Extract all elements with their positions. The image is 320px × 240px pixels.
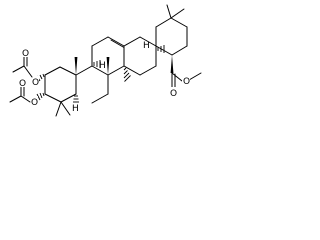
oxygen-atom-label: O <box>22 49 29 59</box>
bond <box>55 101 62 117</box>
double-bond-inner <box>110 39 125 48</box>
structure-diagram: H H H O O <box>9 4 202 117</box>
bond <box>139 36 157 47</box>
acetoxy-group-upper: O O <box>12 47 45 88</box>
oxygen-atom-label: O <box>170 89 177 99</box>
hydrogen-atom-label: H <box>143 41 150 51</box>
bond <box>12 65 25 73</box>
bond <box>166 4 172 19</box>
bond <box>107 65 125 76</box>
hashed-bond <box>36 92 45 101</box>
hydrogen-atom-label: H <box>99 61 106 71</box>
bond <box>107 36 125 47</box>
bond <box>44 66 61 76</box>
bond <box>123 36 141 47</box>
oxygen-atom-label: O <box>183 77 190 87</box>
hashed-bond <box>123 67 131 82</box>
bond <box>170 8 185 19</box>
methyl-ester-group: O O <box>169 55 202 99</box>
bond <box>60 93 77 103</box>
bond <box>171 72 183 82</box>
molecule-structure-canvas: H H H O O <box>0 0 215 138</box>
bond <box>123 65 141 76</box>
bond <box>188 72 202 81</box>
bond <box>170 17 188 28</box>
ring-bonds <box>44 17 188 104</box>
oxygen-atom-label: O <box>31 98 38 108</box>
bond <box>9 95 22 103</box>
bond <box>44 93 62 103</box>
wedge-bond <box>170 55 174 73</box>
bond <box>91 36 109 47</box>
hashed-bond <box>93 60 101 68</box>
bond <box>171 45 188 56</box>
hashed-bond <box>157 45 165 53</box>
bond <box>139 65 157 76</box>
acetoxy-group-lower: O O <box>9 77 45 108</box>
bond <box>91 93 109 104</box>
bond <box>20 95 31 103</box>
oxygen-atom-label: O <box>19 79 26 89</box>
bond <box>60 101 71 116</box>
oxygen-atom-label: O <box>32 78 39 88</box>
bond <box>59 66 77 76</box>
hydrogen-labels: H H H <box>72 41 165 114</box>
methyl-groups <box>55 4 185 117</box>
wedge-bond <box>74 57 78 75</box>
bond <box>75 65 93 76</box>
bond <box>155 17 172 28</box>
wedge-bond <box>106 57 110 75</box>
hydrogen-atom-label: H <box>72 104 79 114</box>
bond <box>91 65 109 76</box>
hashed-bond <box>73 95 79 103</box>
bond <box>23 65 33 78</box>
